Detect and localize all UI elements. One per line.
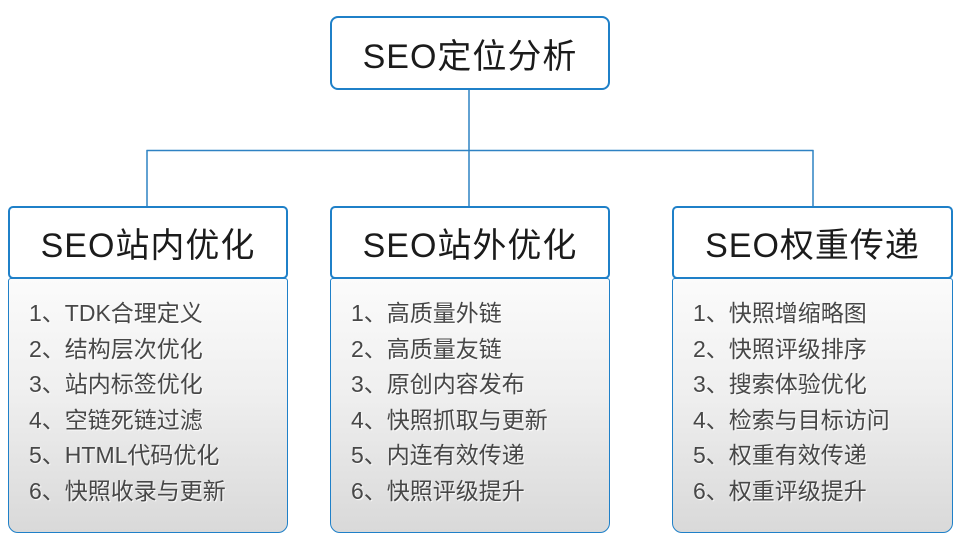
branch-item-list: 1、TDK合理定义 2、结构层次优化 3、站内标签优化 4、空链死链过滤 5、H… [9, 279, 287, 509]
list-item: 2、高质量友链 [351, 335, 502, 362]
list-item: 4、检索与目标访问 [693, 406, 890, 433]
branch-header-onsite: SEO站内优化 [8, 206, 288, 279]
list-item: 4、空链死链过滤 [29, 406, 203, 433]
list-item: 4、快照抓取与更新 [351, 406, 548, 433]
branch-item-list: 1、高质量外链 2、高质量友链 3、原创内容发布 4、快照抓取与更新 5、内连有… [331, 279, 609, 509]
branch-title: SEO权重传递 [705, 227, 920, 265]
branch-item-list: 1、快照增缩略图 2、快照评级排序 3、搜索体验优化 4、检索与目标访问 5、权… [673, 279, 952, 509]
branch-header-weight: SEO权重传递 [672, 206, 953, 279]
branch-title: SEO站内优化 [40, 227, 256, 265]
list-item: 1、快照增缩略图 [693, 300, 867, 326]
branch-list-offsite: 1、高质量外链 2、高质量友链 3、原创内容发布 4、快照抓取与更新 5、内连有… [330, 278, 610, 533]
list-item: 6、快照评级提升 [351, 477, 525, 504]
list-item: 2、快照评级排序 [693, 335, 867, 362]
list-item: 3、站内标签优化 [29, 371, 203, 397]
list-item: 1、TDK合理定义 [29, 300, 203, 326]
list-item: 3、原创内容发布 [351, 371, 525, 397]
list-item: 2、结构层次优化 [29, 335, 203, 362]
list-item: 5、内连有效传递 [351, 442, 525, 468]
branch-header-offsite: SEO站外优化 [330, 206, 610, 279]
root-node-title: SEO定位分析 [362, 37, 578, 76]
list-item: 3、搜索体验优化 [693, 371, 867, 397]
branch-list-onsite: 1、TDK合理定义 2、结构层次优化 3、站内标签优化 4、空链死链过滤 5、H… [8, 278, 288, 533]
branch-title: SEO站外优化 [362, 227, 578, 265]
list-item: 5、HTML代码优化 [29, 442, 220, 468]
list-item: 5、权重有效传递 [693, 442, 867, 468]
list-item: 6、快照收录与更新 [29, 477, 226, 504]
list-item: 6、权重评级提升 [693, 477, 867, 504]
list-item: 1、高质量外链 [351, 300, 502, 326]
root-node-seo-positioning: SEO定位分析 [330, 16, 610, 90]
branch-list-weight: 1、快照增缩略图 2、快照评级排序 3、搜索体验优化 4、检索与目标访问 5、权… [672, 278, 953, 533]
